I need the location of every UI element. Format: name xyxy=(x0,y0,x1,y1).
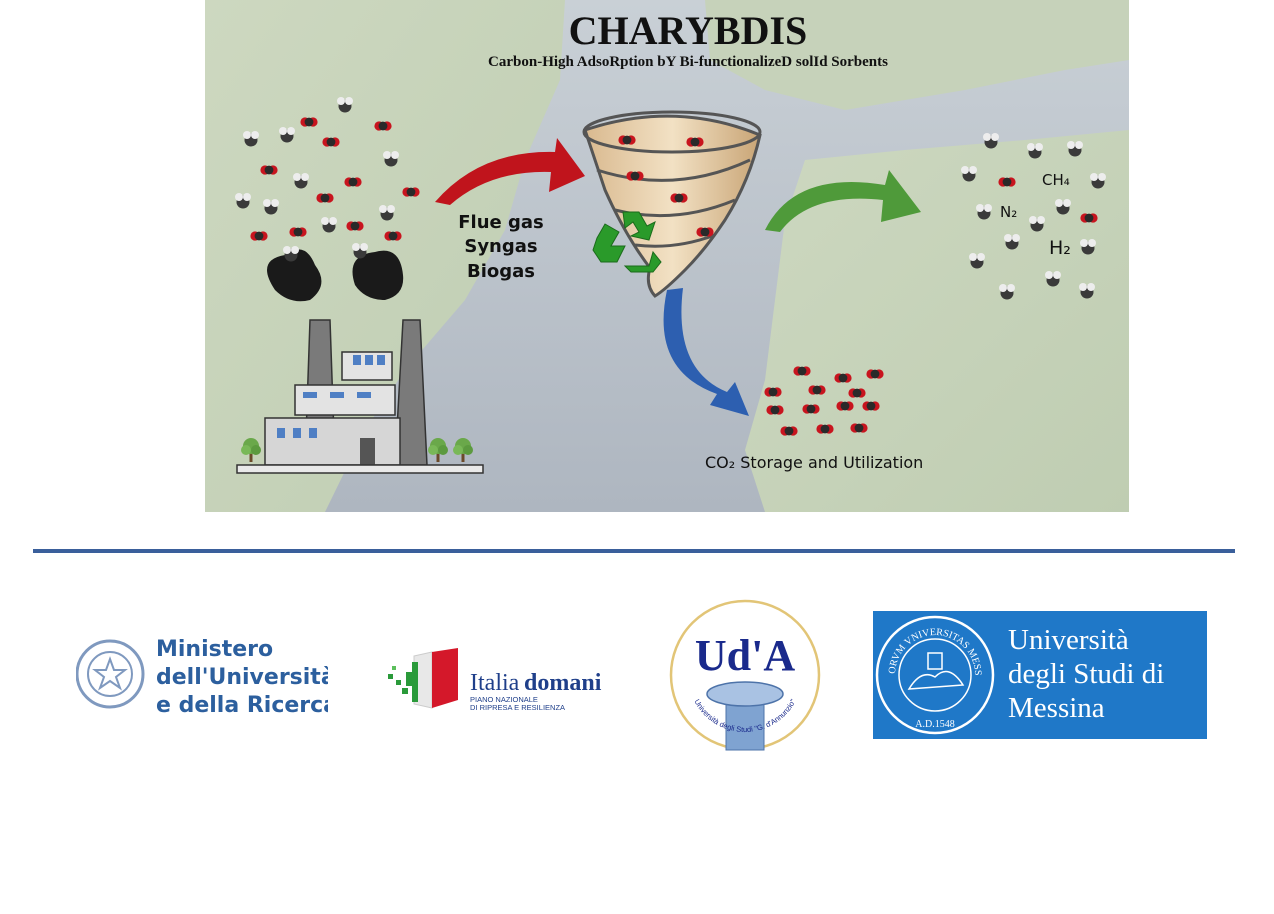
label-methane: CH₄ xyxy=(1042,171,1070,189)
unime-line-3: Messina xyxy=(1008,692,1105,724)
label-nitrogen: N₂ xyxy=(1000,203,1017,221)
arrow-output-blue xyxy=(663,288,749,416)
italia-flag-pixel-icon xyxy=(388,648,458,709)
label-hydrogen: H₂ xyxy=(1049,237,1071,259)
factory-illustration xyxy=(236,249,484,474)
input-label-flue-gas: Flue gas xyxy=(458,212,544,233)
unime-line-2: degli Studi di xyxy=(1008,658,1164,690)
input-label-syngas: Syngas xyxy=(464,236,537,257)
input-gas-labels: Flue gas Syngas Biogas xyxy=(458,212,544,282)
italiadomani-name-bold: domani xyxy=(524,670,602,696)
section-divider xyxy=(33,549,1235,553)
italian-emblem-icon xyxy=(76,639,145,709)
uda-name: Ud'A xyxy=(695,631,795,680)
co2-storage-label: CO₂ Storage and Utilization xyxy=(705,453,923,472)
recycle-icon xyxy=(592,211,662,273)
land-top-right xyxy=(705,0,1129,110)
italiadomani-tagline-2: DI RIPRESA E RESILIENZA xyxy=(470,703,565,712)
diagram-subtitle: Carbon-High AdsoRption bY Bi-functionali… xyxy=(488,54,888,70)
seal-year: A.D.1548 xyxy=(915,719,954,730)
logo-universita-messina: STUDIORVM VNIVERSITAS MESSANAE A.D.1548 … xyxy=(873,611,1207,739)
unime-line-1: Università xyxy=(1008,624,1129,656)
mur-line-2: dell'Università xyxy=(156,665,328,690)
clean-gas-labels: CH₄ N₂ H₂ xyxy=(1000,171,1071,259)
charybdis-diagram: CHARYBDIS Carbon-High AdsoRption bY Bi-f… xyxy=(205,0,1129,512)
logo-italiadomani: Italia domani PIANO NAZIONALE DI RIPRESA… xyxy=(388,648,602,712)
italiadomani-tagline-1: PIANO NAZIONALE xyxy=(470,695,538,704)
mur-line-1: Ministero xyxy=(156,637,273,662)
arrow-output-green xyxy=(765,170,921,232)
italiadomani-name-light: Italia xyxy=(470,670,520,696)
logo-ministero-universita-ricerca: Ministero dell'Università e della Ricerc… xyxy=(76,637,328,716)
input-label-biogas: Biogas xyxy=(467,261,535,282)
diagram-title: CHARYBDIS xyxy=(569,8,808,53)
mur-line-3: e della Ricerca xyxy=(156,693,328,716)
logo-universita-chieti-pescara: Ud'A Università degli Studi "G. d'Annunz… xyxy=(669,599,821,751)
arrow-input xyxy=(435,138,585,205)
